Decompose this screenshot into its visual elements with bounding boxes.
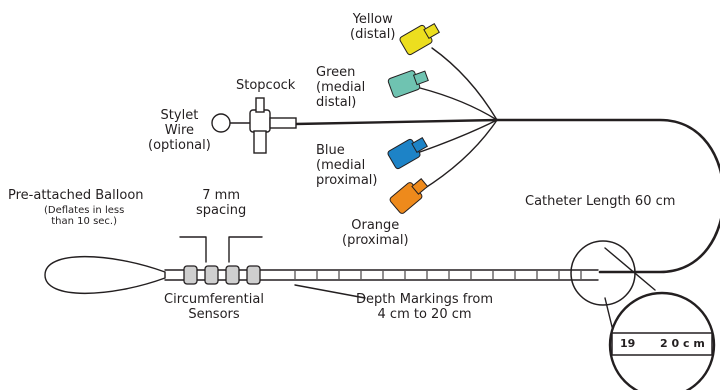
magnified-shaft xyxy=(611,332,713,356)
blue-hub xyxy=(387,136,428,170)
yellow-label: Yellow(distal) xyxy=(350,12,396,42)
stylet-loop xyxy=(211,113,250,133)
yellow-hub xyxy=(399,22,440,56)
magnifier-left-text: 19 xyxy=(620,337,636,350)
sensor-band xyxy=(204,265,219,285)
green-hub xyxy=(387,70,429,98)
sensor-band xyxy=(225,265,240,285)
orange-lumen xyxy=(421,119,498,191)
sensor-band xyxy=(183,265,198,285)
green-lumen xyxy=(419,87,498,121)
spacing-right-bar xyxy=(228,236,263,263)
catheter-tube xyxy=(495,118,720,274)
balloon-outline xyxy=(44,255,166,295)
spacing-left-bar xyxy=(179,236,207,263)
yellow-lumen xyxy=(431,47,498,121)
orange-label: Orange(proximal) xyxy=(342,218,409,248)
sensor-bands xyxy=(183,265,261,285)
catheter-length-label: Catheter Length 60 cm xyxy=(525,194,676,209)
orange-hub xyxy=(389,178,429,214)
magnifier-source-circle xyxy=(570,240,636,306)
blue-lumen xyxy=(419,119,498,153)
depth-leader xyxy=(294,284,366,299)
sensor-band xyxy=(246,265,261,285)
stylet-line xyxy=(293,118,499,126)
stopcock xyxy=(249,97,297,154)
magnifier-right-text: 2 0 c m xyxy=(660,337,705,350)
balloon-label: Pre-attached Balloon xyxy=(8,188,144,203)
magnifier-line-top xyxy=(604,247,656,291)
stopcock-label: Stopcock xyxy=(236,78,296,93)
depth-ticks xyxy=(294,271,582,279)
